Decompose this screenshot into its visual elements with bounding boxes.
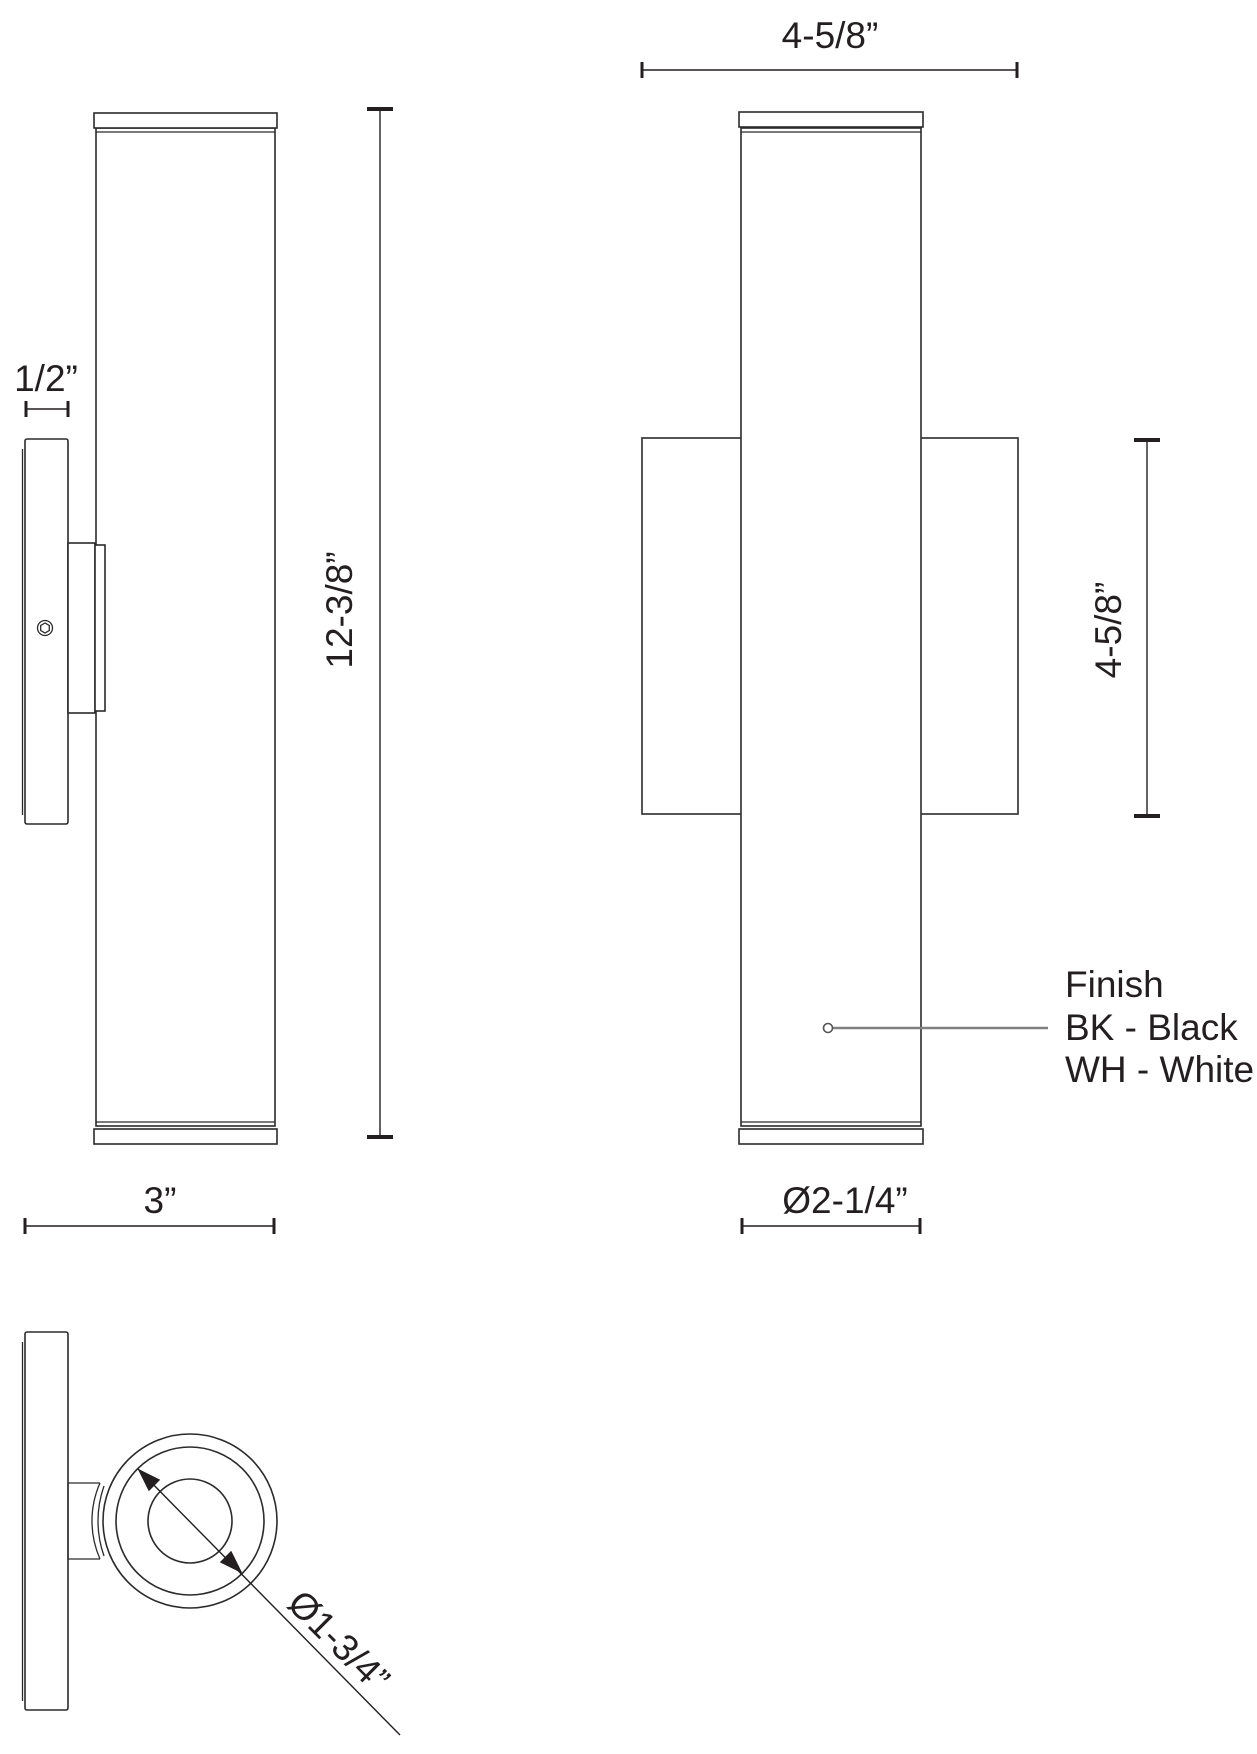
dim-line-aperture-diameter (137, 1468, 401, 1736)
side-mounting-arm (67, 542, 96, 714)
dim-label-plate-thickness: 1/2” (14, 358, 78, 399)
side-mounting-collar (94, 544, 106, 712)
front-cylinder-body (740, 127, 922, 1127)
side-bottom-cap (93, 1128, 278, 1145)
side-view (21, 112, 278, 1145)
top-wall-plate (24, 1331, 69, 1711)
finish-option-white: WH - White (1065, 1049, 1254, 1090)
front-view-dimensions: 4-5/8” 4-5/8” Ø2-1/4” (640, 15, 1160, 1234)
side-view-dimensions: 1/2” 12-3/8” 3” (14, 107, 393, 1234)
arrowhead-upper-left (137, 1468, 161, 1492)
front-bottom-cap (738, 1128, 924, 1145)
dim-label-depth: 3” (144, 1180, 177, 1221)
side-top-cap (93, 112, 278, 129)
front-top-cap (738, 111, 924, 128)
dim-label-aperture-diameter: Ø1-3/4” (280, 1582, 398, 1700)
front-view (641, 111, 1019, 1145)
finish-note: Finish BK - Black WH - White (822, 964, 1254, 1090)
top-collar-arc-outer (91, 1482, 101, 1560)
top-mounting-arm (67, 1482, 100, 1560)
top-view: Ø1-3/4” (21, 1331, 401, 1736)
finish-option-black: BK - Black (1065, 1007, 1238, 1048)
side-cylinder-body (95, 127, 276, 1127)
top-collar-arc-inner (97, 1485, 105, 1557)
set-screw-head (36, 619, 54, 637)
dim-label-backplate-height: 4-5/8” (1088, 582, 1129, 679)
finish-leader-dot (822, 1022, 834, 1034)
dim-label-front-width: 4-5/8” (782, 15, 879, 56)
finish-title: Finish (1065, 964, 1164, 1005)
arrowhead-lower-right (219, 1550, 243, 1574)
dim-label-cylinder-diameter: Ø2-1/4” (782, 1180, 907, 1221)
dim-label-overall-height: 12-3/8” (319, 551, 360, 668)
set-screw-hex-socket (40, 622, 50, 634)
